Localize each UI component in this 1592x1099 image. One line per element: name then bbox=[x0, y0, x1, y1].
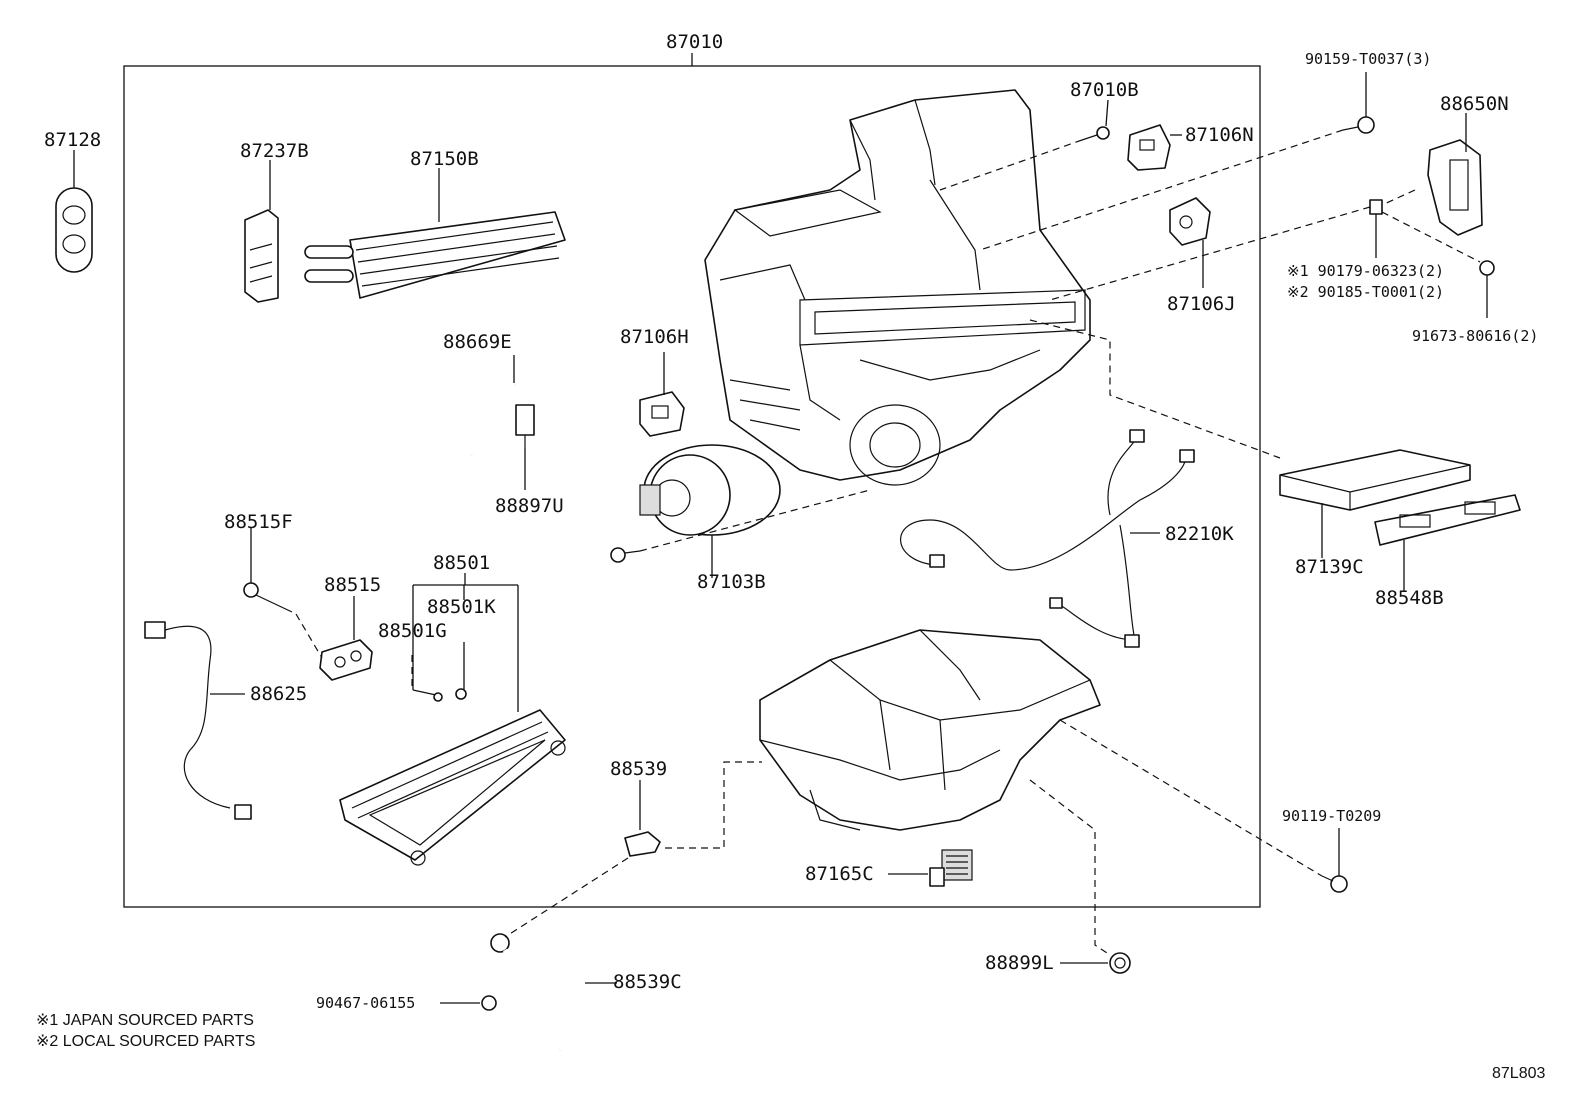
o-ring-88501G bbox=[433, 692, 443, 702]
label-88515F: 88515F bbox=[224, 511, 293, 533]
label-88501K: 88501K bbox=[427, 596, 496, 618]
evaporator-88501 bbox=[339, 709, 566, 866]
screw-90159-T0037 bbox=[1342, 72, 1375, 134]
label-88548B: 88548B bbox=[1375, 587, 1444, 609]
label-87128: 87128 bbox=[44, 129, 101, 151]
assembly-dashed-lines bbox=[295, 129, 1481, 956]
label-88501: 88501 bbox=[433, 552, 490, 574]
actuator-87106J bbox=[1169, 197, 1211, 288]
label-90179-06323: ※1 90179-06323(2) bbox=[1287, 262, 1444, 280]
label-90159-T0037: 90159-T0037(3) bbox=[1305, 50, 1431, 68]
actuator-87106H bbox=[639, 352, 685, 437]
screw-87010B bbox=[1081, 99, 1110, 141]
amplifier-88650N bbox=[1427, 113, 1483, 236]
label-90185-T0001: ※2 90185-T0001(2) bbox=[1287, 283, 1444, 301]
label-88650N: 88650N bbox=[1440, 93, 1509, 115]
label-88625: 88625 bbox=[250, 683, 307, 705]
note-local-sourced: ※2 LOCAL SOURCED PARTS bbox=[36, 1033, 255, 1050]
label-91673-80616: 91673-80616(2) bbox=[1412, 327, 1538, 345]
label-87106J: 87106J bbox=[1167, 293, 1236, 315]
label-87106H: 87106H bbox=[620, 326, 689, 348]
label-88539C: 88539C bbox=[613, 971, 682, 993]
filter-holder-88548B bbox=[1374, 494, 1521, 592]
diagram-code: 87L803 bbox=[1492, 1065, 1545, 1082]
sensor-wire-88625 bbox=[144, 621, 252, 820]
label-90119-T0209: 90119-T0209 bbox=[1282, 807, 1381, 825]
label-88899L: 88899L bbox=[985, 952, 1054, 974]
label-87139C: 87139C bbox=[1295, 556, 1364, 578]
label-87150B: 87150B bbox=[410, 148, 479, 170]
bolt-88515F bbox=[243, 528, 293, 613]
label-88897U: 88897U bbox=[495, 495, 564, 517]
heater-core-87150B bbox=[304, 168, 566, 299]
screw-87103B bbox=[610, 547, 641, 563]
label-87106N: 87106N bbox=[1185, 124, 1254, 146]
bracket-87237B bbox=[244, 160, 279, 303]
hose-88669E bbox=[454, 355, 516, 457]
label-88501G: 88501G bbox=[378, 620, 447, 642]
label-90467-06155: 90467-06155 bbox=[316, 994, 415, 1012]
screw-91673 bbox=[1479, 260, 1495, 318]
label-82210K: 82210K bbox=[1165, 523, 1234, 545]
filter-87139C bbox=[1279, 449, 1471, 558]
label-87010B: 87010B bbox=[1070, 79, 1139, 101]
bracket-88501 bbox=[412, 573, 519, 712]
resistor-87165C bbox=[888, 849, 973, 887]
o-ring-88501K bbox=[455, 688, 467, 700]
hvac-unit-housing bbox=[704, 89, 1091, 486]
label-88515: 88515 bbox=[324, 574, 381, 596]
blower-motor-87103B bbox=[639, 444, 781, 578]
sensor-88539 bbox=[624, 780, 661, 857]
label-87237B: 87237B bbox=[240, 140, 309, 162]
wire-harness-82210K bbox=[900, 429, 1195, 648]
label-87103B: 87103B bbox=[697, 571, 766, 593]
sensor-88897U bbox=[515, 404, 535, 490]
part-labels: 87010 87128 87237B 87150B 87010B 87106N … bbox=[44, 31, 1538, 1012]
lower-case bbox=[759, 629, 1101, 831]
label-87165C: 87165C bbox=[805, 863, 874, 885]
actuator-87106N bbox=[1127, 124, 1182, 171]
clip-90179 bbox=[1369, 199, 1383, 258]
label-87010: 87010 bbox=[666, 31, 723, 53]
drain-hose-88539C bbox=[490, 933, 617, 1052]
label-88539: 88539 bbox=[610, 758, 667, 780]
expansion-valve-88515 bbox=[319, 596, 373, 681]
note-japan-sourced: ※1 JAPAN SOURCED PARTS bbox=[36, 1012, 254, 1029]
clip-90467 bbox=[440, 995, 497, 1011]
grommet-87128 bbox=[55, 150, 93, 273]
clip-88899L bbox=[1060, 952, 1131, 974]
label-88669E: 88669E bbox=[443, 331, 512, 353]
screw-90119 bbox=[1321, 828, 1348, 893]
